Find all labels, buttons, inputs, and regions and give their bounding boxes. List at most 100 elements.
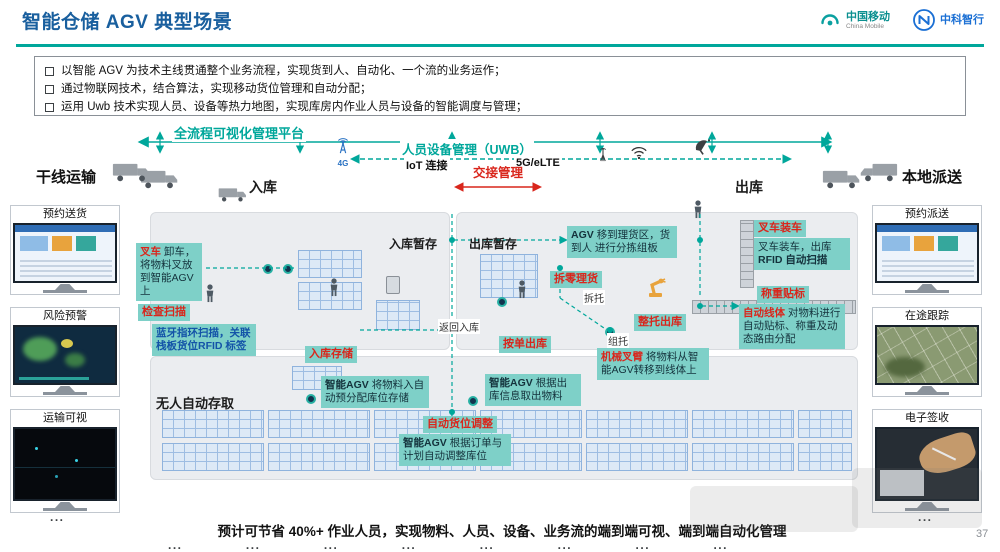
truck-icon	[218, 186, 248, 203]
rack-grid	[376, 300, 420, 330]
ellipsis: ...	[713, 538, 728, 552]
screen-graphic	[76, 236, 96, 251]
truck-icon	[822, 168, 862, 190]
agv-dot	[283, 264, 293, 274]
monitor-base	[43, 392, 87, 395]
callout-forklift-unload: 叉车 卸车，将物料叉放到智能AGV 上	[136, 243, 202, 301]
monitor-base	[905, 392, 949, 395]
worker-icon	[516, 280, 528, 299]
4g-antenna-group: 4G	[332, 138, 354, 168]
monitor-label: 预约送货	[43, 208, 87, 220]
callout-lead: 智能AGV	[489, 377, 533, 389]
worker-icon	[328, 278, 340, 297]
handover-label: 交接管理	[473, 166, 524, 180]
monitor-stand	[917, 502, 937, 508]
agv-dot	[263, 264, 273, 274]
monitor-base	[43, 290, 87, 293]
bullet-text: 通过物联网技术，结合算法，实现移动货位管理和自动分配；	[61, 83, 372, 95]
ellipsis: ...	[168, 538, 183, 552]
screen-graphic	[15, 225, 115, 232]
screen-graphic	[75, 459, 78, 462]
callout-body: 将物料从智能AGV转移到线体上	[601, 351, 699, 376]
satellite-dish-icon	[692, 138, 714, 156]
callout-body: 对物料进行自动贴标、称重及动态路由分配	[743, 307, 841, 345]
china-mobile-logo-icon	[821, 14, 839, 26]
bullet-square-icon	[45, 103, 54, 112]
monitor-card: 在途跟踪	[872, 307, 982, 397]
monitor-base	[905, 508, 949, 511]
return-inbound-label: 返回入库	[438, 319, 480, 334]
monitor-label: 风险预警	[43, 310, 87, 322]
screen-graphic	[52, 236, 72, 251]
robot-arm-icon	[642, 276, 668, 298]
callout-lead: 叉车装车，出库	[758, 241, 832, 253]
page-number: 37	[976, 528, 989, 540]
bullet-square-icon	[45, 85, 54, 94]
tag-auto-slot-adjust: 自动货位调整	[423, 416, 497, 433]
monitor-stand	[917, 386, 937, 392]
monitor-screen	[875, 427, 979, 501]
monitor-base	[43, 508, 87, 511]
screen-graphic	[23, 337, 57, 361]
rack-grid	[162, 443, 264, 471]
iot-label: IoT 连接	[404, 157, 450, 173]
4g-label: 4G	[337, 159, 349, 168]
callout-body: 移到理货区，货到人 进行分拣组板	[571, 229, 671, 254]
screen-graphic	[15, 467, 115, 468]
screen-graphic	[19, 377, 89, 380]
screen-graphic	[35, 447, 38, 450]
bullet-square-icon	[45, 67, 54, 76]
ellipsis: ...	[918, 510, 933, 524]
split-pallet-label: 拆托	[583, 290, 605, 305]
rack-grid	[268, 443, 370, 471]
screen-graphic	[877, 225, 977, 232]
rack-grid	[798, 443, 852, 471]
china-mobile-logo: 中国移动 China Mobile	[818, 8, 890, 32]
page-title: 智能仓储 AGV 典型场景	[22, 12, 233, 33]
bullet-row: 通过物联网技术，结合算法，实现移动货位管理和自动分配；	[45, 81, 955, 98]
monitor-stand	[55, 386, 75, 392]
monitor-screen	[875, 223, 979, 283]
rack-grid	[162, 410, 264, 438]
callout-agv-slot-adjust: 智能AGV 根据订单与计划自动调整库位	[399, 434, 511, 466]
screen-graphic	[938, 236, 958, 251]
right-panel-title: 本地派送	[902, 169, 963, 186]
ellipsis: ...	[323, 538, 339, 552]
left-panel-title: 干线运输	[36, 169, 97, 186]
screen-graphic	[20, 236, 48, 251]
watermark	[690, 486, 858, 532]
worker-icon	[692, 200, 704, 219]
tag-weigh-label: 称重贴标	[757, 286, 809, 303]
truck-icon	[112, 161, 152, 183]
tag-order-outbound: 按单出库	[499, 336, 551, 353]
zhongke-zhixing-logo-icon	[913, 9, 935, 31]
monitor-card: 预约送货	[10, 205, 120, 295]
monitor-label: 预约派送	[905, 208, 949, 220]
handheld-terminal-icon	[386, 276, 400, 294]
monitor-base	[905, 290, 949, 293]
rack-grid	[480, 254, 538, 298]
ellipsis: ...	[50, 510, 65, 524]
screen-graphic	[55, 475, 58, 478]
ellipsis: ...	[245, 538, 261, 552]
rack-grid	[798, 410, 852, 438]
tag-whole-pallet-outbound: 整托出库	[634, 314, 686, 331]
agv-dot	[306, 394, 316, 404]
key-points-box: 以智能 AGV 为技术主线贯通整个业务流程，实现货到人、自动化、一个流的业务运作…	[34, 56, 966, 116]
callout-lead: 智能AGV	[403, 437, 447, 449]
screen-graphic	[20, 259, 112, 277]
callout-lead: AGV	[571, 229, 594, 241]
group-pallet-label: 组托	[607, 333, 629, 348]
header-divider	[16, 44, 984, 47]
uwb-bar-label: 人员设备管理（UWB）	[400, 139, 534, 158]
4g-antenna-icon	[335, 138, 351, 154]
platform-bar-label: 全流程可视化管理平台	[172, 123, 307, 142]
callout-robot-arm-transfer: 机械叉臂 将物料从智能AGV转移到线体上	[597, 348, 709, 380]
callout-body: 将物料入自动预分配库位存储	[325, 379, 425, 404]
truck-icon	[858, 161, 898, 183]
inbound-buffer-label: 入库暂存	[389, 237, 438, 251]
callout-agv-storage: 智能AGV 将物料入自动预分配库位存储	[321, 376, 429, 408]
storage-zone-label: 无人自动存取	[156, 396, 235, 411]
inbound-label: 入库	[249, 179, 277, 195]
